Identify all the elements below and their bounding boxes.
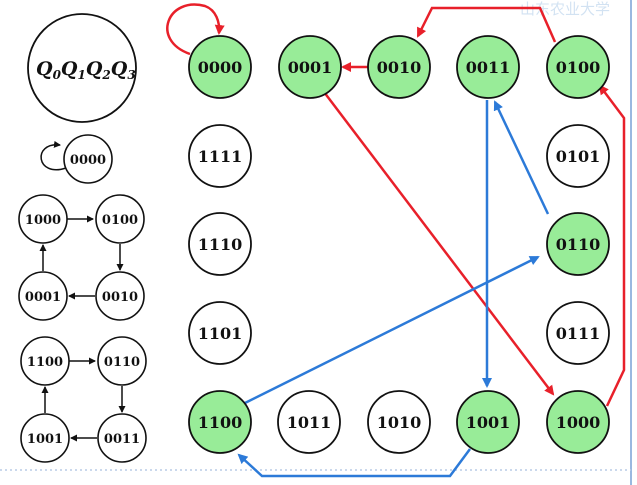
left-self-loop-node: 0000 <box>40 134 113 184</box>
node-label: 0011 <box>104 432 140 447</box>
state-node-1001: 1001 <box>456 390 520 454</box>
node-label: 0010 <box>102 290 138 305</box>
arrow-1100-0110 <box>242 255 540 406</box>
legend-label: Q0Q1Q2Q3 <box>36 58 136 82</box>
node-label: 0110 <box>556 235 601 254</box>
grid-nodes: 0000 0001 0010 0011 0100 1111 0101 1110 … <box>188 35 610 454</box>
node-label: 0000 <box>70 153 106 168</box>
state-node-1011: 1011 <box>277 390 341 454</box>
state-node-1010: 1010 <box>367 390 431 454</box>
arrow-1000-0100 <box>598 84 626 407</box>
state-node-0101: 0101 <box>546 124 610 188</box>
state-node-1100: 1100 <box>188 390 252 454</box>
node-label: 1000 <box>556 413 601 432</box>
node-label: 1101 <box>198 324 243 343</box>
state-node-1000: 1000 <box>546 390 610 454</box>
state-node-0110: 0110 <box>546 212 610 276</box>
node-label: 1100 <box>27 355 63 370</box>
node-label: 0101 <box>556 147 601 166</box>
arrow-0100-0010 <box>416 6 557 43</box>
node-label: 1001 <box>466 413 511 432</box>
node-label: 1000 <box>25 213 61 228</box>
state-node-0111: 0111 <box>546 301 610 365</box>
state-node-1101: 1101 <box>188 301 252 365</box>
node-label: 0001 <box>25 290 61 305</box>
node-label: 1110 <box>198 235 243 254</box>
arrow-0110-0011 <box>493 100 550 215</box>
node-label: 0010 <box>377 58 422 77</box>
node-label: 1111 <box>198 147 243 166</box>
node-label: 0011 <box>466 58 511 77</box>
node-label: 1001 <box>27 432 63 447</box>
state-node-1110: 1110 <box>188 212 252 276</box>
node-label: 0111 <box>556 324 601 343</box>
arrow-0000-self <box>166 3 225 56</box>
node-label: 1010 <box>377 413 422 432</box>
node-label: 0110 <box>104 355 140 370</box>
node-label: 0000 <box>198 58 243 77</box>
node-label: 0001 <box>288 58 333 77</box>
state-node-0010: 0010 <box>367 35 431 99</box>
node-label: 1100 <box>198 413 243 432</box>
state-node-0011: 0011 <box>456 35 520 99</box>
left-cycle-a: 1000 0100 0010 0001 <box>18 194 145 321</box>
state-node-0000: 0000 <box>188 35 252 99</box>
legend: Q0Q1Q2Q3 <box>27 13 137 123</box>
left-cycle-b: 1100 0110 0011 1001 <box>20 336 147 463</box>
state-node-0100: 0100 <box>546 35 610 99</box>
node-label: 0100 <box>102 213 138 228</box>
node-label: 0100 <box>556 58 601 77</box>
arrow-1001-1100 <box>237 448 472 478</box>
state-node-0001: 0001 <box>278 35 342 99</box>
arrow-0001-1000 <box>323 91 555 396</box>
state-node-1111: 1111 <box>188 124 252 188</box>
node-label: 1011 <box>287 413 332 432</box>
transition-arrows <box>166 3 626 478</box>
